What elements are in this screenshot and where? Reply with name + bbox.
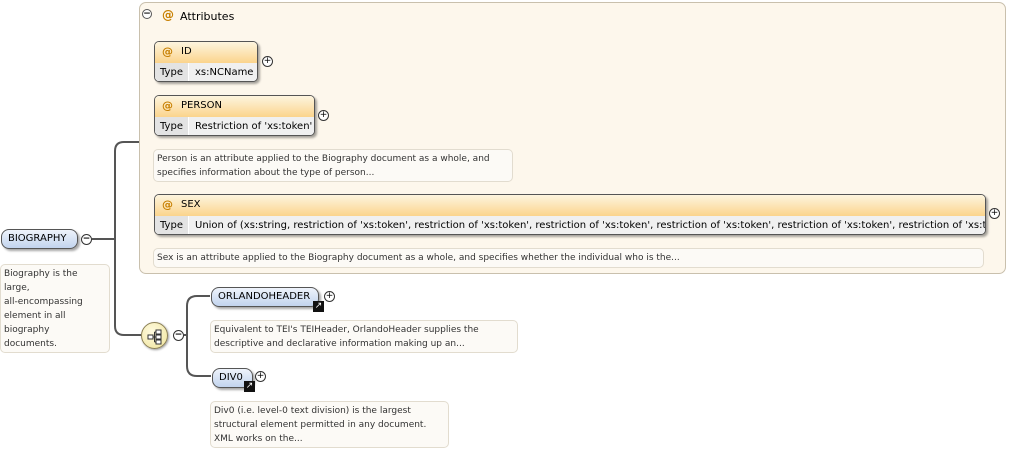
attribute-name: ID <box>181 46 192 57</box>
note-line: element in all <box>4 311 66 321</box>
attributes-panel-title: Attributes <box>180 10 235 23</box>
type-label: Type <box>155 63 189 81</box>
note-line: descriptive and declarative information … <box>214 339 465 349</box>
attribute-at-icon: @ <box>162 198 173 211</box>
element-biography[interactable]: BIOGRAPHY <box>1 229 78 249</box>
reference-arrow-icon: ↗ <box>244 381 255 392</box>
expand-icon[interactable]: + <box>324 291 335 302</box>
note-line: Div0 (i.e. level-0 text division) is the… <box>214 406 411 416</box>
note-line: structural element permitted in any docu… <box>214 420 427 430</box>
expand-icon[interactable]: + <box>318 110 329 121</box>
reference-arrow-icon: ↗ <box>313 301 324 312</box>
note-line: specifies information about the type of … <box>157 168 375 178</box>
attribute-at-icon: @ <box>162 99 173 112</box>
attribute-person[interactable]: @ PERSON Type Restriction of 'xs:token' <box>154 95 315 136</box>
note-line: biography <box>4 325 50 335</box>
attribute-id[interactable]: @ ID Type xs:NCName <box>154 41 258 82</box>
type-value: Restriction of 'xs:token' <box>195 121 313 132</box>
note-line: Equivalent to TEI's TEIHeader, OrlandoHe… <box>214 325 479 335</box>
attribute-name: PERSON <box>181 100 222 111</box>
attribute-at-icon: @ <box>162 45 173 58</box>
collapse-icon[interactable]: − <box>81 234 92 245</box>
element-documentation: Div0 (i.e. level-0 text division) is the… <box>210 401 449 448</box>
expand-icon[interactable]: + <box>255 371 266 382</box>
note-line: XML works on the... <box>214 434 303 444</box>
sequence-compositor-icon[interactable] <box>141 322 168 349</box>
note-line: Biography is the <box>4 269 78 279</box>
type-value: Union of (xs:string, restriction of 'xs:… <box>195 220 986 231</box>
expand-icon[interactable]: + <box>262 56 273 67</box>
note-line: all-encompassing <box>4 297 83 307</box>
collapse-icon[interactable]: − <box>173 330 184 341</box>
note-line: Sex is an attribute applied to the Biogr… <box>157 253 680 263</box>
type-value: xs:NCName <box>195 67 254 78</box>
element-documentation: Biography is the large, all-encompassing… <box>0 264 110 353</box>
type-label: Type <box>155 216 189 234</box>
expand-icon[interactable]: + <box>989 208 1000 219</box>
type-label: Type <box>155 117 189 135</box>
note-line: Person is an attribute applied to the Bi… <box>157 154 490 164</box>
attributes-collapse-icon[interactable]: − <box>142 9 152 19</box>
element-documentation: Equivalent to TEI's TEIHeader, OrlandoHe… <box>210 320 518 353</box>
attribute-documentation: Person is an attribute applied to the Bi… <box>153 149 513 182</box>
sequence-glyph-icon <box>147 329 162 345</box>
attribute-sex[interactable]: @ SEX Type Union of (xs:string, restrict… <box>154 194 986 235</box>
element-div0[interactable]: DIV0 <box>212 368 253 388</box>
attribute-name: SEX <box>181 199 201 210</box>
element-orlandoheader[interactable]: ORLANDOHEADER <box>211 287 319 307</box>
attribute-documentation: Sex is an attribute applied to the Biogr… <box>153 248 984 268</box>
attribute-at-icon: @ <box>162 8 174 22</box>
note-line: documents. <box>4 339 57 349</box>
note-line: large, <box>4 283 30 293</box>
